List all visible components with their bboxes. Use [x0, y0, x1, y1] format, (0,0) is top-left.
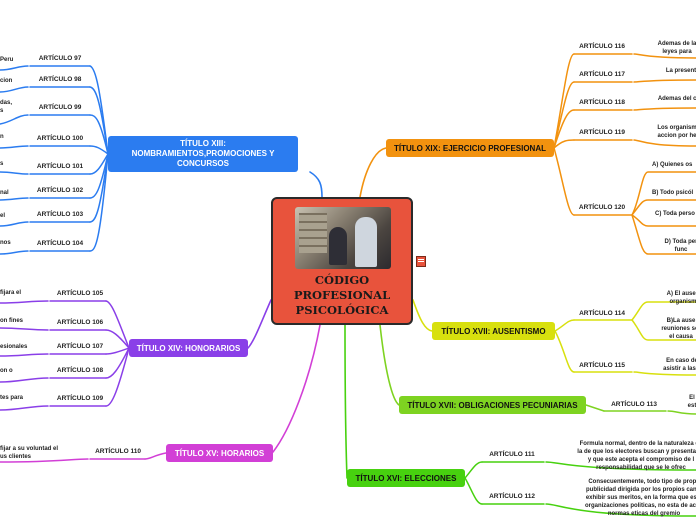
article-114[interactable]: ARTÍCULO 114: [579, 310, 625, 317]
central-topic[interactable]: CÓDIGO PROFESIONAL PSICOLÓGICA: [271, 197, 413, 325]
article-111[interactable]: ARTÍCULO 111: [489, 451, 535, 458]
topic-titulo-xv[interactable]: TÍTULO XV: HORARIOS: [166, 444, 273, 462]
article-101[interactable]: ARTÍCULO 101: [36, 163, 84, 170]
article-119[interactable]: ARTÍCULO 119: [579, 129, 625, 136]
article-105-text[interactable]: fijara el: [0, 290, 22, 296]
article-103[interactable]: ARTÍCULO 103: [36, 211, 84, 218]
article-104-text[interactable]: nos: [0, 240, 11, 246]
article-104[interactable]: ARTÍCULO 104: [36, 240, 84, 247]
article-98[interactable]: ARTÍCULO 98: [38, 76, 82, 83]
central-topic-photo: [295, 207, 391, 269]
topic-label: TÍTULO XV: HORARIOS: [174, 448, 265, 458]
article-115[interactable]: ARTÍCULO 115: [579, 362, 625, 369]
article-117-text[interactable]: La present: [665, 68, 696, 74]
article-118[interactable]: ARTÍCULO 118: [579, 99, 625, 106]
article-100[interactable]: ARTÍCULO 100: [36, 135, 84, 142]
article-101-text[interactable]: s: [0, 161, 4, 167]
article-99[interactable]: ARTÍCULO 99: [38, 104, 82, 111]
topic-titulo-xix[interactable]: TÍTULO XIX: EJERCICIO PROFESIONAL: [386, 139, 554, 157]
article-118-text[interactable]: Ademas del co: [657, 96, 696, 102]
topic-label: TÍTULO XVI: ELECCIONES: [355, 473, 457, 483]
article-102[interactable]: ARTÍCULO 102: [36, 187, 84, 194]
article-112[interactable]: ARTÍCULO 112: [489, 493, 535, 500]
article-117[interactable]: ARTÍCULO 117: [579, 71, 625, 78]
topic-label: TÍTULO XVII: AUSENTISMO: [441, 326, 546, 336]
topic-titulo-xiii[interactable]: TÍTULO XIII: NOMBRAMIENTOS,PROMOCIONES Y…: [108, 136, 298, 172]
article-111-text[interactable]: Formula normal, dentro de la naturaleza …: [577, 441, 696, 471]
article-106[interactable]: ARTÍCULO 106: [56, 319, 104, 326]
article-103-text[interactable]: el: [0, 213, 6, 219]
article-105[interactable]: ARTÍCULO 105: [56, 290, 104, 297]
topic-titulo-xvii-obligaciones[interactable]: TÍTULO XVII: OBLIGACIONES PECUNIARIAS: [399, 396, 586, 414]
topic-label: TÍTULO XVII: OBLIGACIONES PECUNIARIAS: [407, 400, 578, 410]
article-106-text[interactable]: on fines: [0, 318, 24, 324]
central-topic-title: CÓDIGO PROFESIONAL PSICOLÓGICA: [293, 273, 391, 317]
article-100-text[interactable]: n: [0, 134, 4, 140]
article-113[interactable]: ARTÍCULO 113: [611, 401, 657, 408]
article-110[interactable]: ARTÍCULO 110: [95, 448, 141, 455]
article-120[interactable]: ARTÍCULO 120: [578, 204, 626, 211]
topic-titulo-xiv[interactable]: TÍTULO XIV: HONORARIOS: [129, 339, 248, 357]
article-109[interactable]: ARTÍCULO 109: [56, 395, 104, 402]
article-107-text[interactable]: esionales: [0, 344, 28, 350]
topic-titulo-xvii-ausentismo[interactable]: TÍTULO XVII: AUSENTISMO: [432, 322, 555, 340]
article-116[interactable]: ARTÍCULO 116: [579, 43, 625, 50]
article-107[interactable]: ARTÍCULO 107: [56, 343, 104, 350]
article-108-text[interactable]: on o: [0, 368, 13, 374]
menu-icon[interactable]: [416, 256, 426, 267]
article-98-text[interactable]: cion: [0, 78, 13, 84]
topic-titulo-xvi[interactable]: TÍTULO XVI: ELECCIONES: [347, 469, 465, 487]
article-102-text[interactable]: nal: [0, 190, 9, 196]
article-120-item-b[interactable]: B) Todo psicól: [652, 190, 694, 196]
article-108[interactable]: ARTÍCULO 108: [56, 367, 104, 374]
article-97[interactable]: ARTÍCULO 97: [38, 55, 82, 62]
article-114-item-a[interactable]: A) El ausenorganism: [666, 291, 696, 305]
article-99-text[interactable]: das,s: [0, 100, 13, 114]
topic-label: TÍTULO XIII: NOMBRAMIENTOS,PROMOCIONES Y…: [131, 139, 275, 168]
topic-label: TÍTULO XIV: HONORARIOS: [136, 343, 241, 353]
article-120-item-a[interactable]: A) Quienes os: [652, 162, 693, 168]
article-97-text[interactable]: Peru: [0, 57, 14, 63]
topic-label: TÍTULO XIX: EJERCICIO PROFESIONAL: [393, 143, 546, 153]
article-109-text[interactable]: tes para: [0, 395, 24, 401]
article-120-item-c[interactable]: C) Toda perso: [655, 211, 695, 217]
